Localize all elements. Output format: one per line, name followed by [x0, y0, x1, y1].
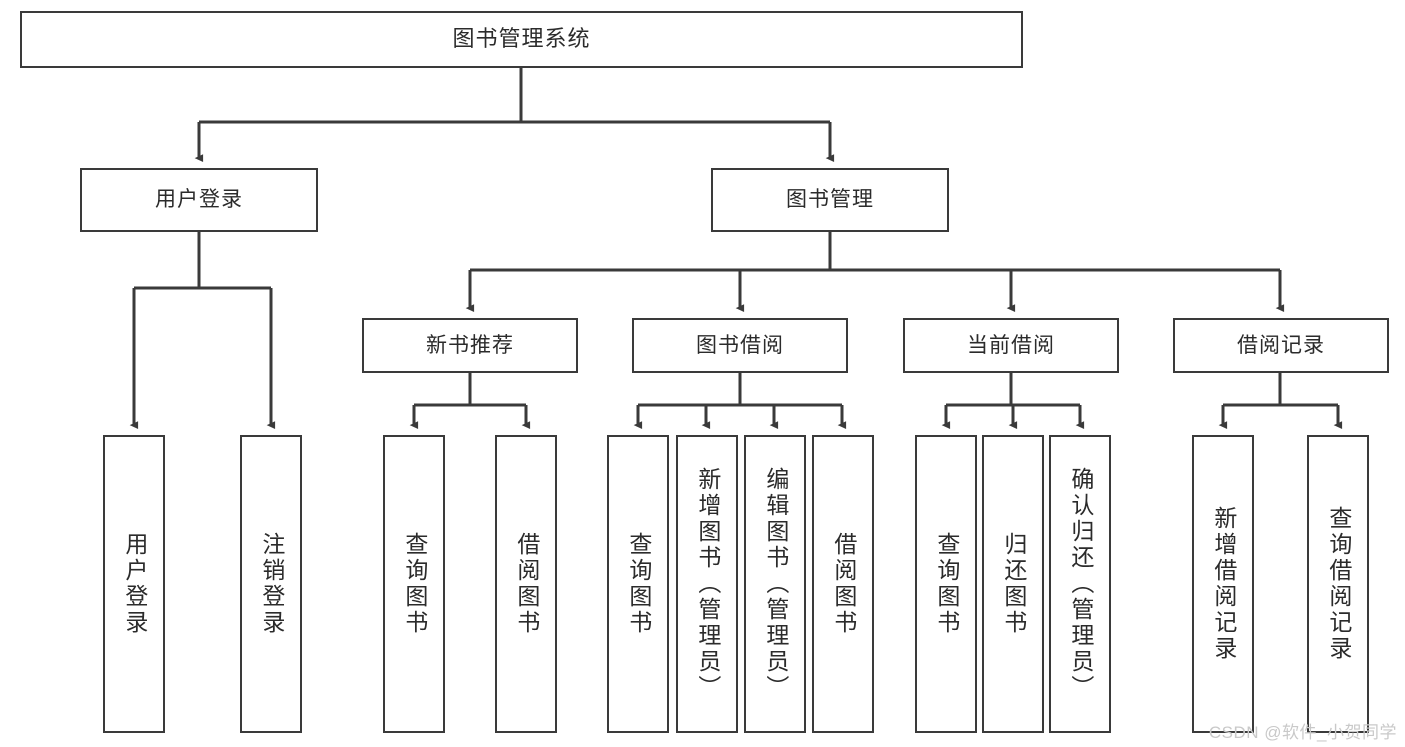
node-current-borrow[interactable]: 当前借阅	[903, 318, 1119, 373]
leaf-recommend-borrow-book[interactable]: 借阅图书	[495, 435, 557, 733]
node-label: 归还图书	[1000, 532, 1027, 636]
node-book-management[interactable]: 图书管理	[711, 168, 949, 232]
leaf-record-query-borrow-record[interactable]: 查询借阅记录	[1307, 435, 1369, 733]
node-label: 用户登录	[121, 532, 148, 636]
node-label: 查询图书	[401, 532, 428, 636]
watermark-text: CSDN @软件_小贺同学	[1208, 723, 1397, 742]
leaf-current-confirm-return-admin[interactable]: 确认归还（管理员）	[1049, 435, 1111, 733]
node-label: 查询图书	[625, 532, 652, 636]
leaf-user-login-signin[interactable]: 用户登录	[103, 435, 165, 733]
node-label: 确认归还（管理员）	[1067, 467, 1094, 701]
node-label: 注销登录	[258, 532, 285, 636]
node-label: 借阅记录	[1237, 333, 1325, 357]
node-new-book-recommend[interactable]: 新书推荐	[362, 318, 578, 373]
node-root-system[interactable]: 图书管理系统	[20, 11, 1023, 68]
node-label: 查询借阅记录	[1325, 506, 1352, 662]
node-label: 图书管理系统	[452, 26, 591, 52]
leaf-recommend-query-book[interactable]: 查询图书	[383, 435, 445, 733]
leaf-current-return-book[interactable]: 归还图书	[982, 435, 1044, 733]
node-label: 新增图书（管理员）	[694, 467, 721, 701]
node-label: 图书管理	[786, 188, 874, 212]
node-book-borrow[interactable]: 图书借阅	[632, 318, 848, 373]
leaf-borrow-add-book-admin[interactable]: 新增图书（管理员）	[676, 435, 738, 733]
node-label: 编辑图书（管理员）	[762, 467, 789, 701]
node-label: 借阅图书	[513, 532, 540, 636]
node-label: 当前借阅	[967, 333, 1055, 357]
node-user-login[interactable]: 用户登录	[80, 168, 318, 232]
leaf-borrow-edit-book-admin[interactable]: 编辑图书（管理员）	[744, 435, 806, 733]
leaf-borrow-query-book[interactable]: 查询图书	[607, 435, 669, 733]
leaf-record-add-borrow-record[interactable]: 新增借阅记录	[1192, 435, 1254, 733]
leaf-user-login-signout[interactable]: 注销登录	[240, 435, 302, 733]
node-borrow-record[interactable]: 借阅记录	[1173, 318, 1389, 373]
leaf-current-query-book[interactable]: 查询图书	[915, 435, 977, 733]
node-label: 查询图书	[933, 532, 960, 636]
node-label: 用户登录	[155, 188, 243, 212]
node-label: 新书推荐	[426, 333, 514, 357]
node-label: 新增借阅记录	[1210, 506, 1237, 662]
leaf-borrow-borrow-book[interactable]: 借阅图书	[812, 435, 874, 733]
node-label: 图书借阅	[696, 333, 784, 357]
node-label: 借阅图书	[830, 532, 857, 636]
